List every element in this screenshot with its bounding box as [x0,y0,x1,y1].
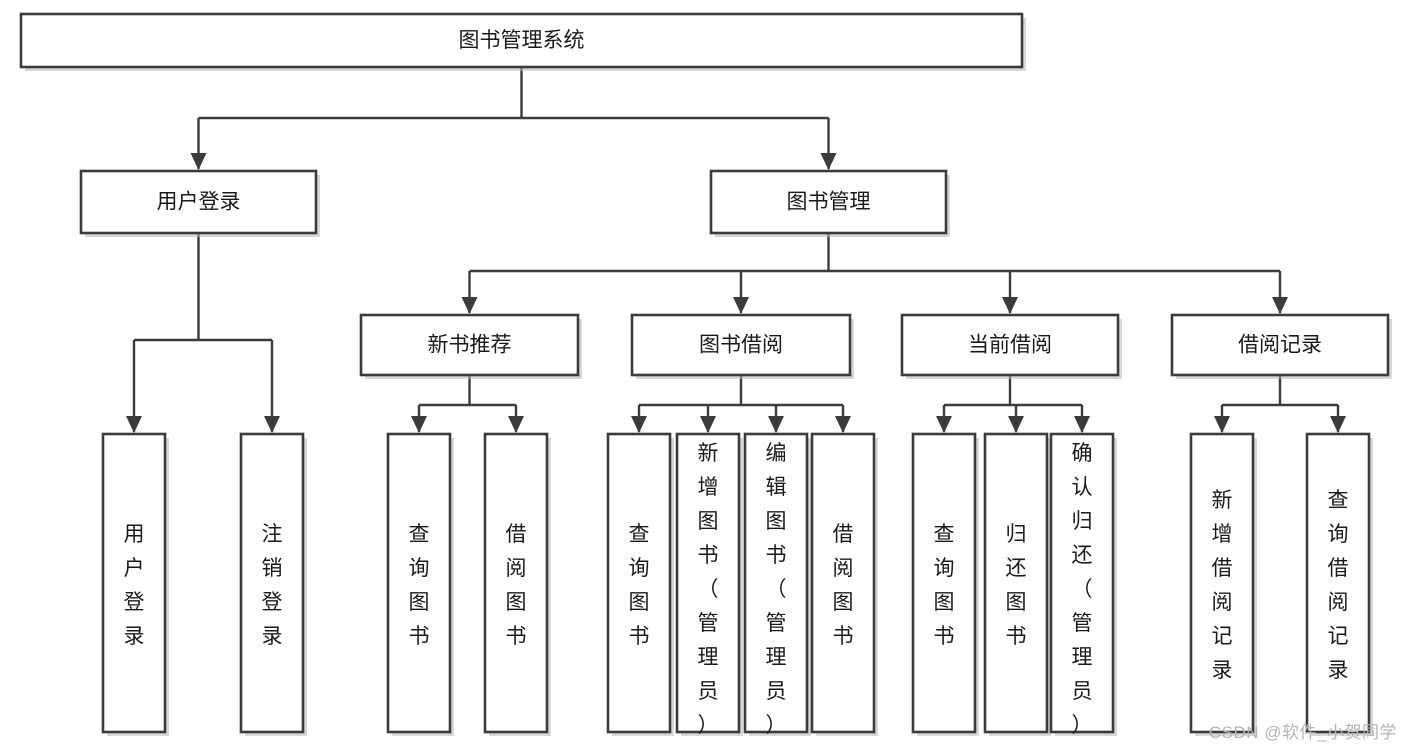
node-box[interactable] [630,313,852,377]
arrow-head-icon [835,416,851,433]
node-leaf-query-book-recommend[interactable]: 查询图书 [386,432,454,736]
node-box[interactable] [239,432,305,734]
nodes-layer: 图书管理系统用户登录图书管理新书推荐图书借阅当前借阅借阅记录用户登录注销登录查询… [19,12,1392,737]
edges-layer [126,67,1346,433]
node-label: 查询图书 [409,523,430,648]
node-box[interactable] [19,12,1024,69]
arrow-head-icon [1214,416,1230,433]
node-box[interactable] [483,432,549,734]
node-leaf-query-book-borrow[interactable]: 查询图书 [606,432,674,736]
arrow-head-icon [768,416,784,433]
arrow-head-icon [820,153,837,170]
node-box[interactable] [359,313,580,377]
node-book-manage[interactable]: 图书管理 [709,169,950,237]
node-box[interactable] [983,432,1049,734]
node-leaf-logout[interactable]: 注销登录 [239,432,307,736]
node-box[interactable] [1170,313,1390,377]
node-label: 编辑图书（管理员） [766,442,787,737]
node-box[interactable] [386,432,452,734]
arrow-head-icon [700,416,716,433]
node-borrow-record[interactable]: 借阅记录 [1170,313,1392,379]
node-leaf-return-book[interactable]: 归还图书 [983,432,1051,736]
arrow-head-icon [1008,416,1024,433]
node-label: 新书推荐 [428,334,512,357]
node-box[interactable] [1049,432,1115,734]
node-root-root[interactable]: 图书管理系统 [19,12,1026,71]
node-leaf-user-login[interactable]: 用户登录 [101,432,169,736]
arrow-head-icon [411,416,427,433]
node-label: 借阅图书 [506,523,527,648]
node-label: 归还图书 [1006,523,1027,648]
node-label: 用户登录 [124,523,145,648]
node-box[interactable] [675,432,741,734]
node-label: 图书管理 [787,191,871,214]
arrow-head-icon [1330,416,1346,433]
node-leaf-add-book[interactable]: 新增图书（管理员） [675,432,743,737]
node-leaf-query-borrow-record[interactable]: 查询借阅记录 [1305,432,1373,736]
arrow-head-icon [936,416,952,433]
node-label: 图书管理系统 [459,29,585,52]
node-leaf-query-book-current[interactable]: 查询图书 [911,432,979,736]
node-box[interactable] [911,432,977,734]
node-label: 查询图书 [629,523,650,648]
node-label: 新增借阅记录 [1212,489,1233,682]
node-user-login[interactable]: 用户登录 [79,169,320,237]
node-leaf-add-borrow-record[interactable]: 新增借阅记录 [1189,432,1257,736]
node-label: 注销登录 [262,523,283,648]
node-leaf-borrow-book[interactable]: 借阅图书 [810,432,878,736]
node-new-book-recommend[interactable]: 新书推荐 [359,313,582,379]
node-box[interactable] [810,432,876,734]
node-label: 借阅图书 [833,523,854,648]
node-box[interactable] [606,432,672,734]
node-current-borrow[interactable]: 当前借阅 [900,313,1122,379]
arrow-head-icon [508,416,524,433]
node-label: 查询图书 [934,523,955,648]
node-box[interactable] [1305,432,1371,734]
node-label: 用户登录 [157,191,241,214]
arrow-head-icon [190,153,207,170]
node-box[interactable] [79,169,318,235]
node-box[interactable] [900,313,1120,377]
node-box[interactable] [743,432,809,734]
arrow-head-icon [733,297,749,314]
node-leaf-confirm-return[interactable]: 确认归还（管理员） [1049,432,1117,737]
node-label: 确认归还（管理员） [1072,442,1093,737]
arrow-head-icon [1272,297,1288,314]
node-box[interactable] [709,169,948,235]
node-label: 借阅记录 [1238,334,1322,357]
arrow-head-icon [126,416,142,433]
arrow-head-icon [631,416,647,433]
node-book-borrow[interactable]: 图书借阅 [630,313,854,379]
node-box[interactable] [101,432,167,734]
arrow-head-icon [264,416,280,433]
node-label: 查询借阅记录 [1328,489,1349,682]
node-label: 新增图书（管理员） [698,442,719,737]
node-label: 图书借阅 [699,334,783,357]
node-leaf-edit-book[interactable]: 编辑图书（管理员） [743,432,811,737]
node-leaf-borrow-book-recommend[interactable]: 借阅图书 [483,432,551,736]
node-label: 当前借阅 [968,334,1052,357]
node-box[interactable] [1189,432,1255,734]
arrow-head-icon [461,297,478,314]
arrow-head-icon [1074,416,1090,433]
arrow-head-icon [1002,297,1018,314]
